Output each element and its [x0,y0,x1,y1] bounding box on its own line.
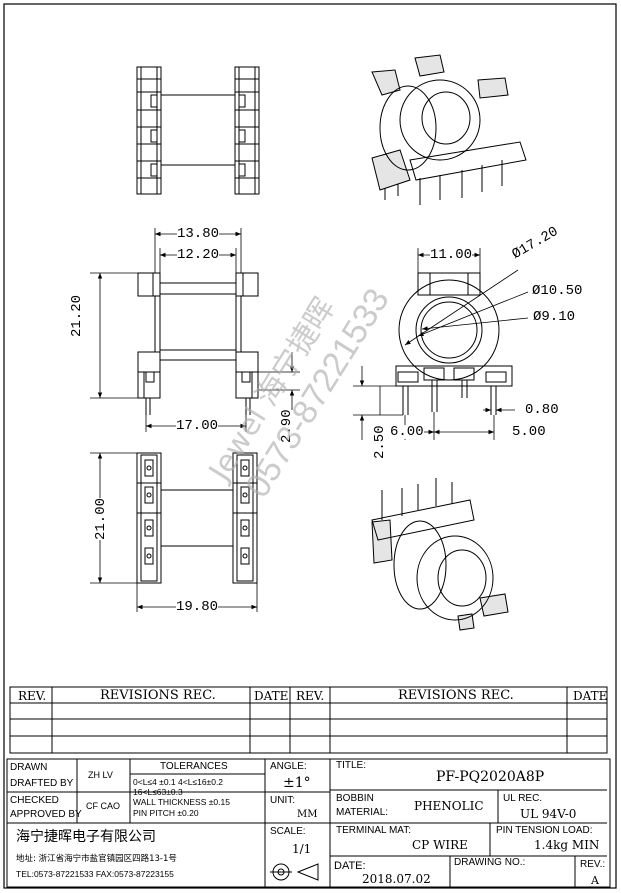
date-header-2: DATE [573,689,608,703]
tolerance-line-1: 0<L≤4 ±0.1 4<L≤16±0.2 [133,777,224,787]
dim-17-00: 17.00 [176,418,219,434]
isometric-view-bottom [371,478,509,631]
scale-value: 1/1 [292,842,312,856]
dim-19-80: 19.80 [176,599,219,615]
dim-13-80: 13.80 [177,226,220,242]
drafted-by-label: DRAFTED BY [10,778,74,789]
dim-5-00: 5.00 [512,424,546,440]
unit-value: MM [297,809,318,820]
dim-6-00: 6.00 [390,424,424,440]
drawn-label: DRAWN [10,762,48,773]
angle-value: ±1° [283,775,311,791]
title-value: PF-PQ2020A8P [436,769,545,785]
date-label: DATE: [334,860,366,872]
title-block-grid [6,686,611,888]
material-label: MATERIAL: [336,807,389,818]
ul-rec-label: UL REC. [503,793,543,804]
checker-name: CF CAO [86,801,121,811]
approved-by-label: APPROVED BY [10,809,82,820]
date-value: 2018.07.02 [362,872,431,886]
bobbin-material-value: PHENOLIC [414,799,484,813]
isometric-view-top [371,54,527,205]
rev-label: REV.: [580,859,606,870]
dim-21-00: 21.00 [93,497,109,540]
company-contact: TEL:0573-87221533 FAX:0573-87223155 [16,869,174,879]
date-header: DATE [254,689,289,703]
dim-2-50: 2.50 [372,425,388,459]
drawing-no-label: DRAWING NO.: [454,857,526,868]
rev-header-2: REV. [296,689,325,703]
dim-21-20: 21.20 [69,294,85,337]
rev-value: A [591,874,599,887]
terminal-label: TERMINAL MAT: [336,825,412,836]
company-address: 地址: 浙江省海宁市盐官镇园区四路13-1号 [16,854,177,864]
dimension-lines [90,228,529,612]
checked-label: CHECKED [10,795,59,806]
scale-label: SCALE: [270,826,306,837]
rev-header: REV. [18,689,47,703]
tolerance-line-4: PIN PITCH ±0.20 [133,808,199,818]
revisions-rec-header: REVISIONS REC. [100,688,216,703]
terminal-value: CP WIRE [412,838,468,852]
dim-12-20: 12.20 [177,247,220,263]
bottom-view [136,452,258,584]
company-name: 海宁捷晖电子有限公司 [16,829,156,845]
unit-label: UNIT: [270,795,295,806]
dim-0-80: 0.80 [525,402,559,418]
title-label: TITLE: [336,760,367,771]
dim-dia-9-10: Ø9.10 [533,309,576,325]
revisions-rec-header-2: REVISIONS REC. [398,688,514,703]
tolerances-label: TOLERANCES [160,761,228,772]
bobbin-label: BOBBIN [336,793,374,804]
drafter-name: ZH LV [88,770,113,780]
tolerance-line-2: 16<L≤63±0.3 [133,787,183,797]
angle-label: ANGLE: [270,761,307,772]
drawing-frame [3,3,617,889]
tolerance-line-3: WALL THICKNESS ±0.15 [133,797,230,807]
end-view [395,272,513,415]
top-side-view [136,66,260,195]
pin-tension-value: 1.4kg MIN [534,838,600,852]
pin-tension-label: PIN TENSION LOAD: [496,825,593,836]
dim-11-00: 11.00 [430,247,473,263]
ul-value: UL 94V-0 [520,807,577,821]
dim-dia-10-50: Ø10.50 [532,283,583,299]
front-view [137,272,259,415]
